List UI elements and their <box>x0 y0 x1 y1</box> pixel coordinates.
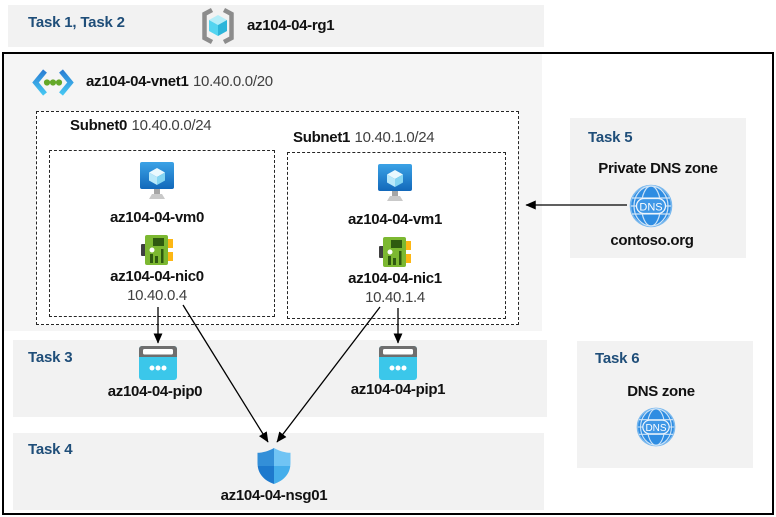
task5-label: Task 5 <box>588 129 633 146</box>
public-ip-band <box>13 340 547 417</box>
vnet-title: az104-04-vnet1 10.40.0.0/20 <box>86 73 273 91</box>
private-dns-title: Private DNS zone <box>598 160 718 177</box>
nsg-shield-icon <box>256 447 292 485</box>
subnet-container <box>36 111 519 325</box>
nic1-ip: 10.40.1.4 <box>365 289 425 306</box>
dns-title: DNS zone <box>627 383 695 400</box>
private-dns-globe-icon: DNS <box>629 184 673 228</box>
vnet-cidr: 10.40.0.0/20 <box>192 73 273 90</box>
dns-badge-text: DNS <box>645 423 666 434</box>
vm1-name: az104-04-vm1 <box>348 211 442 228</box>
subnet1-box <box>287 152 506 319</box>
nic0-icon <box>140 233 174 267</box>
pip0-name: az104-04-pip0 <box>107 383 203 400</box>
task6-label: Task 6 <box>595 350 640 367</box>
pip1-name: az104-04-pip1 <box>350 381 446 398</box>
vnet-name: az104-04-vnet1 <box>86 73 189 90</box>
vnet-icon <box>32 69 74 96</box>
task12-label: Task 1, Task 2 <box>28 14 125 31</box>
task3-label: Task 3 <box>28 349 73 366</box>
subnet0-cidr: 10.40.0.0/24 <box>131 117 212 134</box>
vm0-name: az104-04-vm0 <box>110 209 204 226</box>
resource-group-icon <box>199 7 237 45</box>
nic0-name: az104-04-nic0 <box>110 268 204 285</box>
nic1-name: az104-04-nic1 <box>348 270 442 287</box>
subnet1-title: Subnet1 10.40.1.0/24 <box>293 129 435 147</box>
dns-box <box>577 341 753 468</box>
task4-label: Task 4 <box>28 441 73 458</box>
subnet1-name: Subnet1 <box>293 129 351 146</box>
pip1-icon <box>379 346 417 380</box>
pip0-icon <box>139 346 177 380</box>
private-dns-zone-name: contoso.org <box>610 232 694 249</box>
subnet0-box <box>49 150 275 317</box>
vm0-icon <box>139 161 175 200</box>
resource-group-band <box>8 5 544 47</box>
vm1-icon <box>377 163 413 202</box>
nsg-name: az104-04-nsg01 <box>220 487 328 504</box>
nic1-icon <box>378 235 412 269</box>
resource-group-name: az104-04-rg1 <box>247 17 335 34</box>
subnet0-name: Subnet0 <box>70 117 128 134</box>
private-dns-badge-text: DNS <box>639 202 662 214</box>
dns-globe-icon: DNS <box>636 407 676 447</box>
subnet0-title: Subnet0 10.40.0.0/24 <box>70 117 212 135</box>
subnet1-cidr: 10.40.1.0/24 <box>354 129 435 146</box>
nic0-ip: 10.40.0.4 <box>127 287 187 304</box>
